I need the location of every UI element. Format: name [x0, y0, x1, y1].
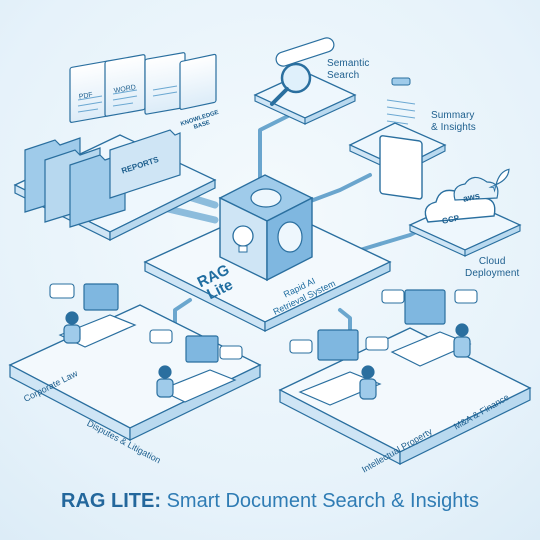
- magnifier-icon: [280, 62, 312, 94]
- monitor: [317, 329, 359, 361]
- semantic-search-label: Semantic Search: [327, 58, 370, 81]
- person-icon: [361, 365, 375, 379]
- person-icon: [455, 323, 469, 337]
- ai-cube: [218, 174, 314, 282]
- search-platform: [253, 37, 357, 125]
- doc-sheet: [179, 53, 217, 110]
- person-icon: [65, 311, 79, 325]
- cloud-platform: [408, 168, 522, 257]
- cloud-deployment-label: Cloud Deployment: [465, 256, 520, 279]
- workstation: [58, 283, 137, 348]
- footer-title: RAG LITE: Smart Document Search & Insigh…: [0, 489, 540, 513]
- brain-icon: [277, 221, 303, 253]
- doc-sheet: [144, 52, 186, 115]
- folder: [109, 129, 181, 199]
- summary-platform: [348, 77, 447, 200]
- chat-bubbles: [49, 283, 478, 360]
- clipboard-icon: [379, 135, 423, 200]
- footer-rest: Smart Document Search & Insights: [161, 490, 479, 512]
- pipe-summary: [298, 173, 372, 207]
- rocket-icon: [488, 168, 510, 193]
- doc-lines: [77, 85, 178, 113]
- workstation: [156, 335, 237, 403]
- pipe-search: [258, 113, 292, 197]
- workstation: [298, 329, 382, 406]
- footer-prefix: RAG LITE:: [61, 490, 162, 512]
- cloud-icon: [453, 176, 499, 201]
- monitor: [404, 289, 446, 325]
- right-office-platform: [278, 327, 532, 465]
- monitor: [185, 335, 219, 363]
- monitor: [83, 283, 119, 311]
- summary-insights-label: Summary & Insights: [431, 110, 476, 133]
- lightbulb-icon: [232, 225, 254, 247]
- brain-icon: [250, 188, 282, 208]
- document-stack: [24, 52, 217, 228]
- person-icon: [158, 365, 172, 379]
- workstation: [390, 289, 472, 367]
